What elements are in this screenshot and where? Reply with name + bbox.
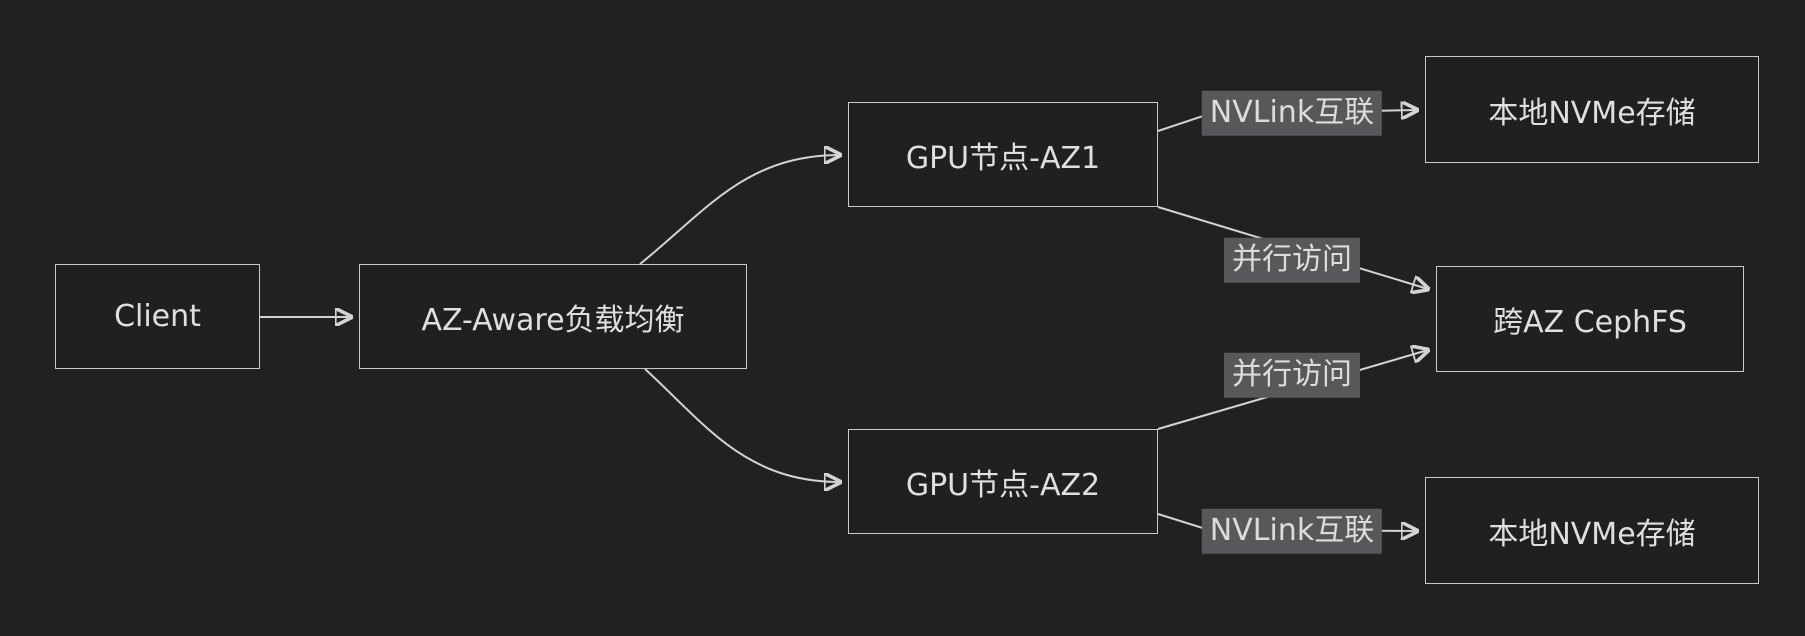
node-label: AZ-Aware负载均衡 bbox=[421, 302, 685, 338]
node-label: 跨AZ CephFS bbox=[1493, 305, 1687, 340]
node-gpu-az2: GPU节点-AZ2 bbox=[848, 429, 1158, 534]
node-label: Client bbox=[114, 299, 201, 334]
node-gpu-az1: GPU节点-AZ1 bbox=[848, 102, 1158, 207]
edge-lb-to-gpu-az2 bbox=[644, 368, 840, 482]
edge-lb-to-gpu-az1 bbox=[639, 155, 840, 265]
edge-label-parallel-access-az2: 并行访问 bbox=[1224, 352, 1360, 398]
edge-label-parallel-access-az1: 并行访问 bbox=[1224, 237, 1360, 283]
node-local-nvme-az1: 本地NVMe存储 bbox=[1425, 56, 1759, 163]
node-label: GPU节点-AZ2 bbox=[905, 467, 1101, 503]
node-label: 本地NVMe存储 bbox=[1488, 516, 1696, 552]
node-local-nvme-az2: 本地NVMe存储 bbox=[1425, 477, 1759, 584]
edge-label-nvlink-az2: NVLink互联 bbox=[1201, 508, 1383, 554]
node-label: 本地NVMe存储 bbox=[1488, 95, 1696, 131]
node-az-aware-load-balancer: AZ-Aware负载均衡 bbox=[359, 264, 747, 369]
node-client: Client bbox=[55, 264, 260, 369]
edge-label-nvlink-az1: NVLink互联 bbox=[1201, 90, 1383, 136]
node-label: GPU节点-AZ1 bbox=[905, 140, 1101, 176]
node-cross-az-cephfs: 跨AZ CephFS bbox=[1436, 266, 1744, 372]
